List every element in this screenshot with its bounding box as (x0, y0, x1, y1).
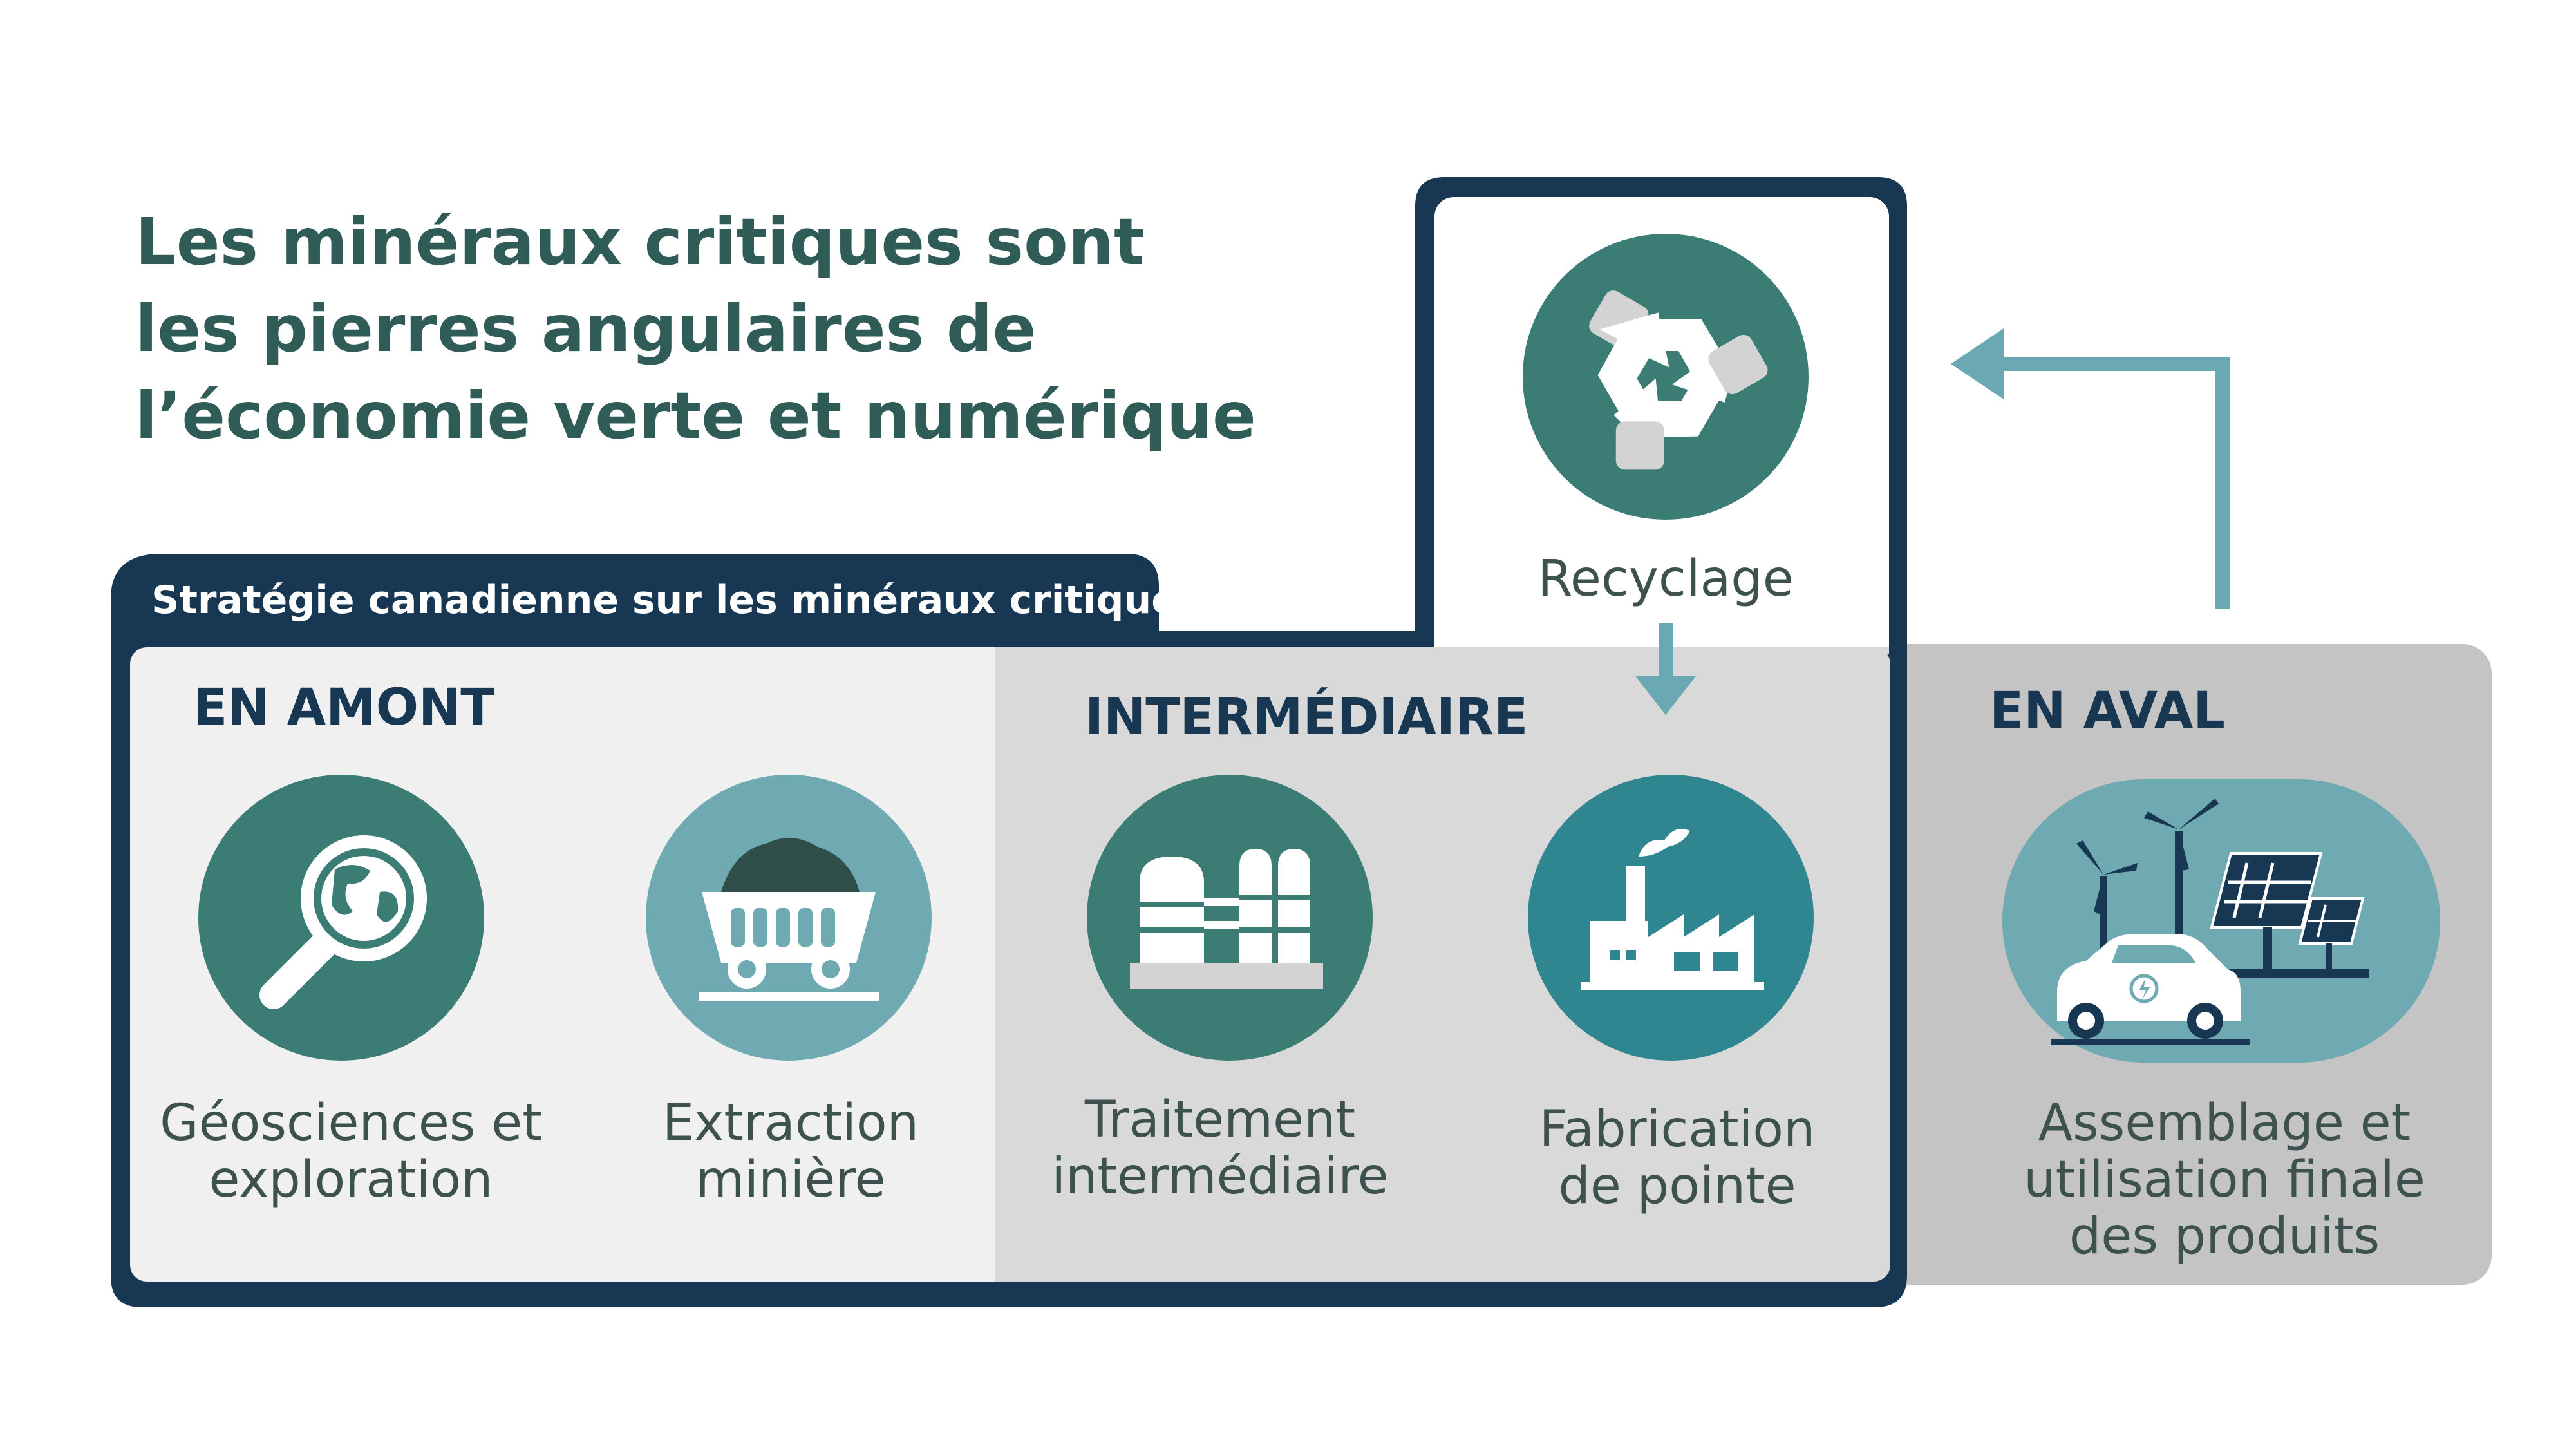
recycling-label: Recyclage (1537, 550, 1794, 608)
recycle-icon (1523, 234, 1809, 520)
strategy-tab-label: Stratégie canadienne sur les minéraux cr… (151, 578, 1201, 623)
magnifier-globe-icon (198, 775, 484, 1061)
title-line-1: Les minéraux critiques sont (135, 204, 1145, 279)
processing-plant-icon (1087, 775, 1373, 1061)
manufacturing-label-line-2: de pointe (1558, 1157, 1796, 1215)
section-downstream-heading: EN AVAL (1989, 682, 2225, 740)
geoscience-label-line-2: exploration (209, 1151, 493, 1209)
factory-icon (1528, 775, 1814, 1061)
mining-label-line-1: Extraction (663, 1094, 919, 1152)
processing-label-line-1: Traitement (1084, 1091, 1355, 1149)
end-use-label-line-1: Assemblage et (2038, 1094, 2411, 1152)
mining-label-line-2: minière (695, 1151, 885, 1209)
manufacturing-label-line-1: Fabrication (1539, 1101, 1816, 1159)
loop-arrow-to-recycling (1951, 328, 2230, 609)
section-midstream-heading: INTERMÉDIAIRE (1085, 687, 1528, 746)
arrow-recycling-to-manufacturing (1635, 623, 1696, 715)
title-line-3: l’économie verte et numérique (135, 378, 1256, 453)
end-use-label-line-3: des produits (2069, 1208, 2380, 1265)
processing-label-line-2: intermédiaire (1051, 1148, 1388, 1206)
title-line-2: les pierres angulaires de (135, 291, 1036, 366)
mine-cart-icon (646, 775, 932, 1061)
section-upstream-heading: EN AMONT (193, 679, 495, 737)
end-use-label-line-2: utilisation finale (2024, 1151, 2425, 1209)
geoscience-label-line-1: Géosciences et (160, 1094, 542, 1152)
ev-wind-solar-icon (2002, 779, 2440, 1063)
